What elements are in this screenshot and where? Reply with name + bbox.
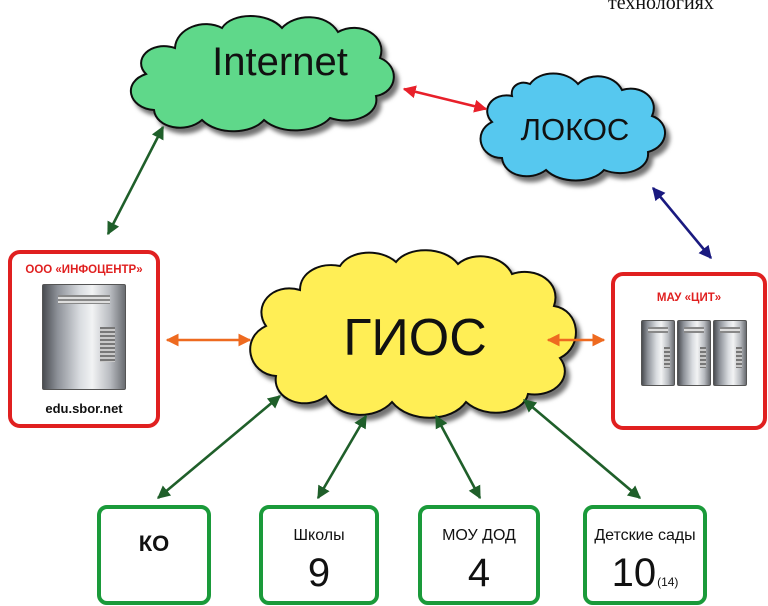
infocenter-title: ООО «ИНФОЦЕНТР» — [25, 264, 143, 276]
schools-count: 9 — [307, 551, 331, 595]
cit-title: МАУ «ЦИТ» — [656, 292, 722, 304]
dod-count: 4 — [467, 551, 491, 595]
arrow-gios-kindergartens — [523, 399, 641, 499]
infocenter-url: edu.sbor.net — [45, 401, 123, 416]
ko-box: КО — [97, 505, 211, 605]
kindergartens-subcount: (14) — [657, 575, 679, 589]
gios-cloud — [249, 249, 577, 419]
arrow-gios-ko — [157, 395, 281, 499]
kindergartens-count: 10 — [611, 551, 657, 595]
server-tower-icon — [42, 284, 126, 390]
dod-label: МОУ ДОД — [442, 527, 516, 544]
arrow-lokos-cit — [651, 186, 713, 260]
lokos-cloud — [479, 72, 666, 182]
server-tower-icon — [677, 320, 711, 386]
arrow-gios-schools — [316, 414, 368, 500]
schools-label: Школы — [293, 527, 345, 544]
server-tower-icon — [641, 320, 675, 386]
internet-label: Internet — [212, 40, 348, 84]
ko-label: КО — [138, 531, 170, 556]
infocenter-server-box: ООО «ИНФОЦЕНТР» edu.sbor.net — [8, 250, 160, 428]
gios-label: ГИОС — [343, 309, 487, 367]
lokos-label: ЛОКОС — [520, 112, 630, 147]
internet-cloud — [129, 15, 395, 133]
dod-box: МОУ ДОД 4 — [418, 505, 540, 605]
arrow-internet-lokos — [402, 85, 488, 113]
kindergartens-box: Детские сады 10(14) — [583, 505, 707, 605]
top-caption: технологиях — [608, 0, 714, 14]
schools-box: Школы 9 — [259, 505, 379, 605]
cit-server-box: МАУ «ЦИТ» — [611, 272, 767, 430]
arrow-gios-dod — [434, 414, 482, 500]
kindergartens-label: Детские сады — [594, 527, 696, 544]
arrow-internet-infocenter — [106, 125, 165, 236]
server-tower-icon — [713, 320, 747, 386]
kindergartens-count-wrap: 10(14) — [587, 553, 703, 593]
